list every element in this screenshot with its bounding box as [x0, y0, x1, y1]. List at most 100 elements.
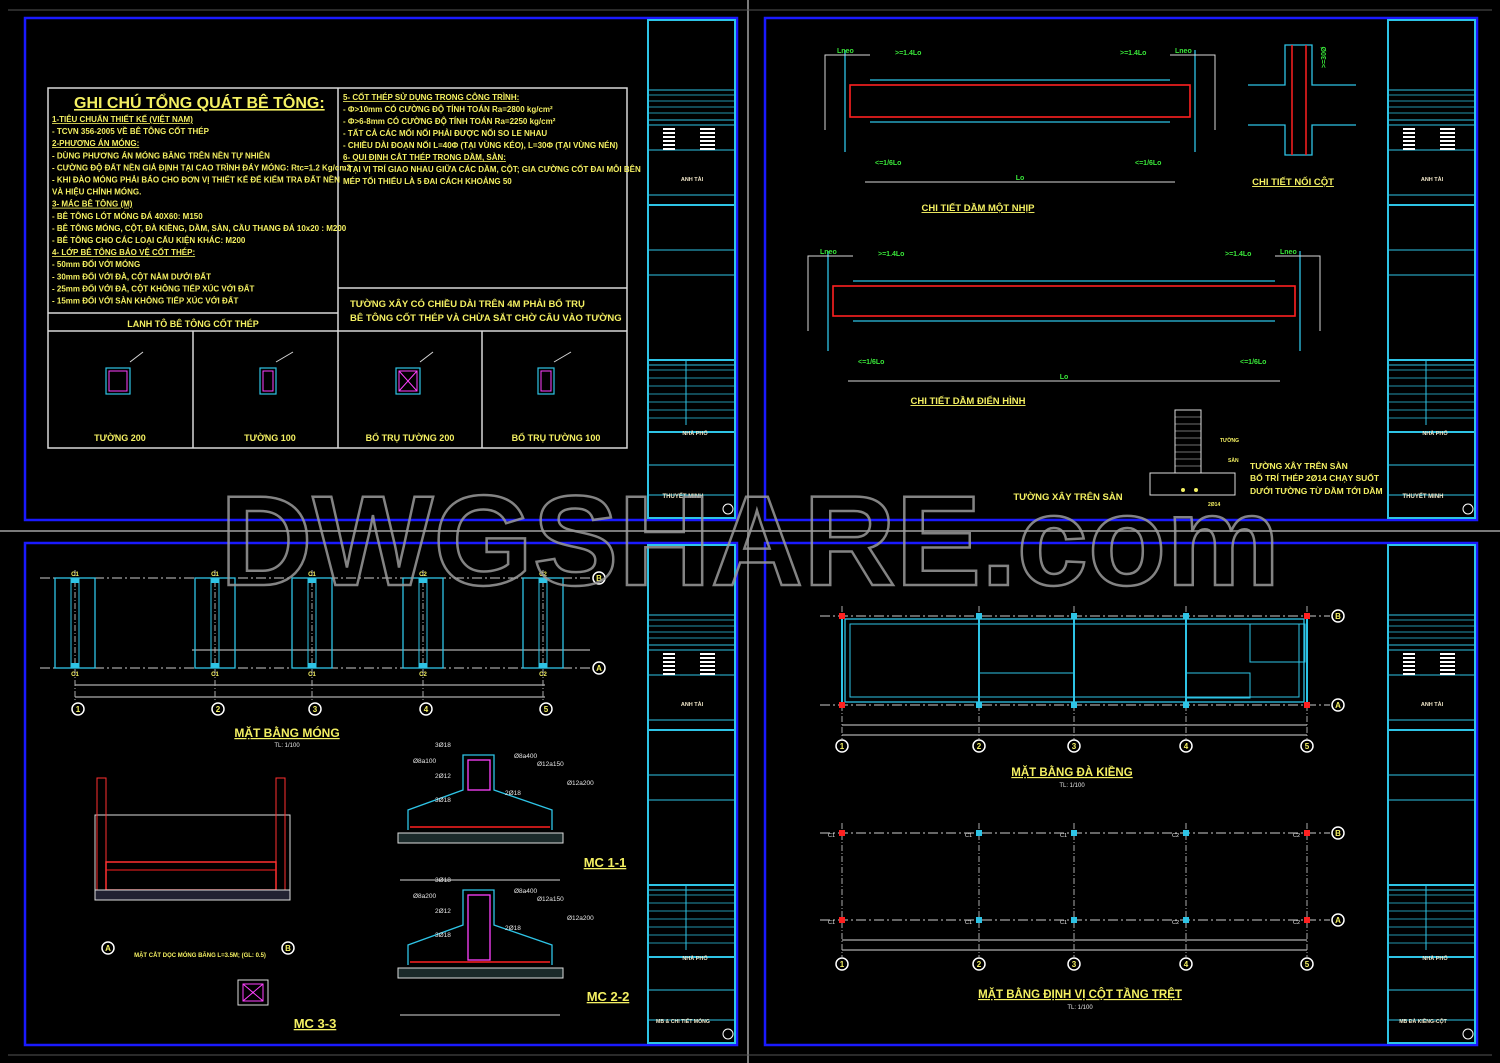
owner-name: ANH TÀI: [1421, 176, 1444, 183]
rebar-label: Ø12a150: [537, 761, 564, 768]
section-1-1: 3Ø18Ø8a1002Ø123Ø18Ø8a400Ø12a150Ø12a2002Ø…: [397, 742, 594, 881]
rebar-label: 2Ø18: [505, 925, 521, 932]
label-lneo: Lneo: [1280, 249, 1297, 256]
bar-label: 2Ø14: [1208, 502, 1220, 508]
tie-beam-and-column-plans: MẶT BẰNG ĐÀ KIỀNG TL: 1/100 MẶT BẰNG ĐỊN…: [820, 606, 1345, 1011]
wall-slab-note-2: BỐ TRÍ THÉP 2Ø14 CHẠY SUỐT: [1250, 472, 1380, 483]
row-bubble-a-label: A: [1335, 916, 1341, 925]
project-name: NHÀ PHỐ: [1422, 955, 1448, 962]
axis-bubble-label: 5: [544, 705, 549, 714]
row-bubble-b-label: B: [1335, 829, 1341, 838]
note-line: - CƯỜNG ĐỘ ĐẤT NỀN GIẢ ĐỊNH TẠI CAO TRÌN…: [52, 162, 351, 172]
column-marker: [1304, 917, 1310, 923]
label-lneo: Lneo: [820, 249, 837, 256]
lintel-detail-1: TƯỜNG 200: [94, 351, 146, 443]
axis-bubble-label: 1: [840, 742, 845, 751]
title-block-frame: [1387, 19, 1476, 519]
column-tag: C2: [1172, 833, 1179, 839]
axis-bubble: [1067, 739, 1081, 753]
column-marker: [1183, 702, 1189, 708]
label-16lo: <=1/6Lo: [858, 359, 884, 366]
note-line: - KHI ĐÀO MÓNG PHẢI BÁO CHO ĐƠN VỊ THIẾT…: [52, 175, 340, 185]
lintel-section: [105, 367, 131, 395]
axis-bubble: [972, 957, 986, 971]
axis-bubble-label: 4: [1184, 742, 1189, 751]
wall-on-slab-title: TƯỜNG XÂY TRÊN SÀN: [1013, 491, 1122, 503]
section-3-3: [237, 979, 269, 1006]
beam-details: CHI TIẾT DẦM MỘT NHỊP CHI TIẾT NỐI CỘT C…: [807, 44, 1383, 508]
column-marker: [1183, 830, 1189, 836]
sheet-name: THUYẾT MINH: [663, 493, 704, 500]
beam2-title: CHI TIẾT DẦM ĐIỂN HÌNH: [910, 395, 1025, 407]
note-line: - DÙNG PHƯƠNG ÁN MÓNG BĂNG TRÊN NỀN TỰ N…: [52, 150, 270, 160]
axis-bubble: [835, 957, 849, 971]
label-lneo: Lneo: [1175, 48, 1192, 55]
row-bubble-a: [1331, 698, 1345, 712]
row-bubble-a: [1331, 913, 1345, 927]
wall-slab-note-3: DƯỚI TƯỜNG TỪ DẦM TỚI DẦM: [1250, 485, 1383, 496]
rebar: [832, 285, 1296, 317]
axis-bubble-label: 5: [1305, 742, 1310, 751]
axis-bubble-label: 4: [424, 705, 429, 714]
note-line: - 30mm ĐỐI VỚI ĐÀ, CỘT NẰM DƯỚI ĐẤT: [52, 271, 211, 281]
stirrup: [262, 370, 274, 392]
axis-bubble-label: 3: [1072, 742, 1077, 751]
axis-bubble-label: 4: [1184, 960, 1189, 969]
column-tag: C1: [828, 833, 835, 839]
footing-rebar: [105, 861, 277, 891]
row-bubble-a: [592, 661, 606, 675]
row-bubble-label: B: [285, 944, 291, 953]
rebar-label: 3Ø18: [435, 797, 451, 804]
axis-bubble-label: 3: [1072, 960, 1077, 969]
column-tag: C1: [1060, 833, 1067, 839]
stirrup: [398, 370, 418, 392]
general-notes-table: GHI CHÚ TỔNG QUÁT BÊ TÔNG: 1-TIÊU CHUẨN …: [47, 87, 641, 449]
section-1-1-title: MC 1-1: [584, 855, 627, 870]
rebar-label: 3Ø18: [435, 877, 451, 884]
rebar-label: 2Ø18: [505, 790, 521, 797]
wall-slab-note-1: TƯỜNG XÂY TRÊN SÀN: [1250, 460, 1348, 471]
logo-icon: [722, 1028, 734, 1040]
axis-bubble: [1179, 957, 1193, 971]
project-name: NHÀ PHỐ: [1422, 430, 1448, 437]
column-tag: C1: [1060, 920, 1067, 926]
column-tag: C2: [1293, 920, 1300, 926]
column-tag: C2: [419, 572, 427, 578]
wall-note-line-2: BÊ TÔNG CỐT THÉP VÀ CHỪA SẮT CHỜ CÂU VÀO…: [350, 312, 622, 324]
column-tag: C1: [71, 672, 79, 678]
row-bubble-b: [1331, 826, 1345, 840]
row-bubble-label: A: [105, 944, 111, 953]
foundation-plan: MẶT BẰNG MÓNG TL: 1/100 MẶT CẮT DỌC MÓNG…: [40, 570, 629, 1031]
wall-note-line-1: TƯỜNG XÂY CÓ CHIỀU DÀI TRÊN 4M PHẢI BỔ T…: [350, 298, 585, 310]
tie-beam-plan-title: MẶT BẰNG ĐÀ KIỀNG: [1011, 766, 1132, 779]
lean-concrete: [397, 832, 564, 844]
tie-beam-plan-scale: TL: 1/100: [1059, 783, 1085, 789]
section-3-3-title: MC 3-3: [294, 1016, 337, 1031]
column-tag: C2: [1293, 833, 1300, 839]
row-bubble-a-label: A: [1335, 701, 1341, 710]
label-lo: Lo: [1060, 374, 1069, 381]
column-tag: C2: [1172, 920, 1179, 926]
note-line: 4- LỚP BÊ TÔNG BẢO VỆ CỐT THÉP:: [52, 247, 195, 257]
stirrup: [467, 894, 491, 961]
note-line: 6- QUI ĐỊNH CẮT THÉP TRONG DẦM, SÀN:: [343, 152, 506, 162]
axis-bubble: [1179, 739, 1193, 753]
column-marker: [976, 830, 982, 836]
label-16lo: <=1/6Lo: [1240, 359, 1266, 366]
note-line: - 15mm ĐỐI VỚI SÀN KHÔNG TIẾP XÚC VỚI ĐẤ…: [52, 296, 239, 306]
sheet-border: [763, 16, 1479, 522]
lintel-detail-label: TƯỜNG 100: [244, 432, 296, 443]
rebar-label: Ø12a200: [567, 915, 594, 922]
row-bubble: [101, 941, 115, 955]
